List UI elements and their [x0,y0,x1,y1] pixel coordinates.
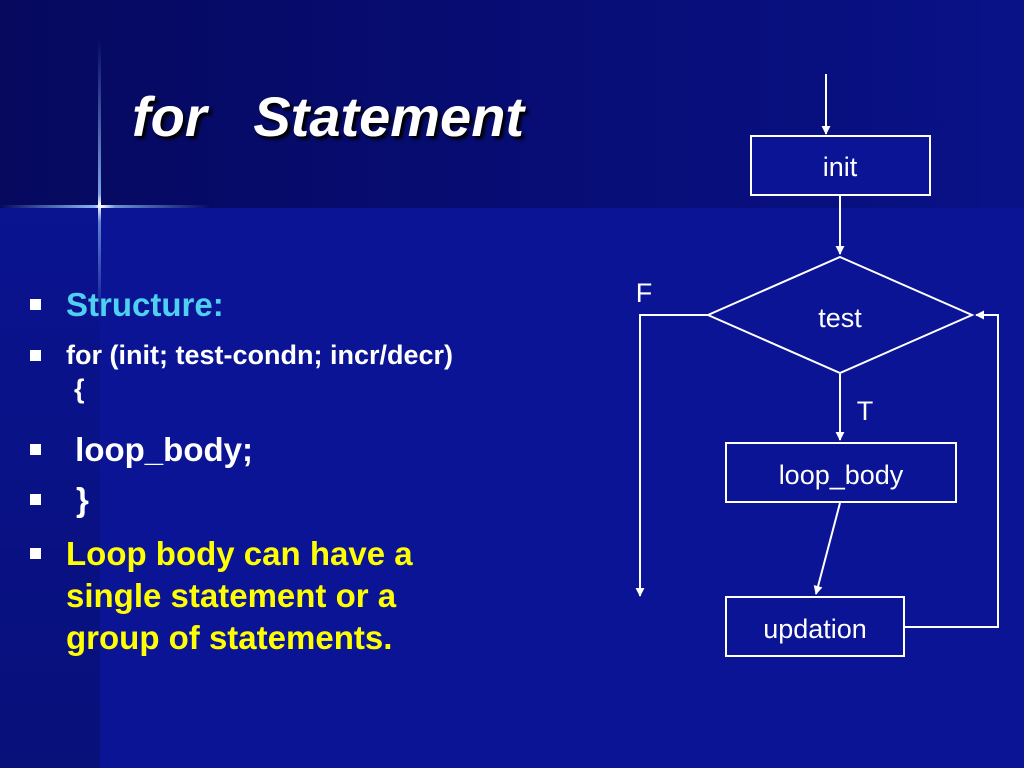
slide-title: for Statement [132,85,525,148]
bullet-text: } [76,481,89,518]
bullet-text-continued: { [74,374,85,404]
loop-back-arrow [904,310,999,628]
bullet-text: Structure: [66,286,224,323]
bullet-text: for (init; test-condn; incr/decr) [66,340,453,370]
test-label: test [818,303,862,333]
bullet-text-continued: single statement or a [66,577,397,614]
false-exit-arrow [635,314,708,597]
test-diamond [705,255,975,375]
bullet-marker [30,444,41,455]
true-branch-label: T [857,396,874,426]
updation-box [725,596,905,657]
loop-body-label: loop_body [779,460,904,490]
background-left-band [0,208,100,768]
false-branch-label: F [636,278,653,308]
init-label: init [823,152,858,182]
bullet-marker [30,548,41,559]
light-flare-horizontal [0,205,210,208]
bullet-marker [30,350,41,361]
loop-body-box [725,442,957,503]
bullet-marker [30,299,41,310]
init-box [750,135,931,196]
bullet-marker [30,494,41,505]
body-to-updation-arrow [813,502,841,595]
bullet-text: Loop body can have a [66,535,413,572]
updation-label: updation [763,614,867,644]
light-flare-vertical [98,40,101,320]
bullet-text-continued: group of statements. [66,619,393,656]
bullet-text: loop_body; [66,431,253,468]
